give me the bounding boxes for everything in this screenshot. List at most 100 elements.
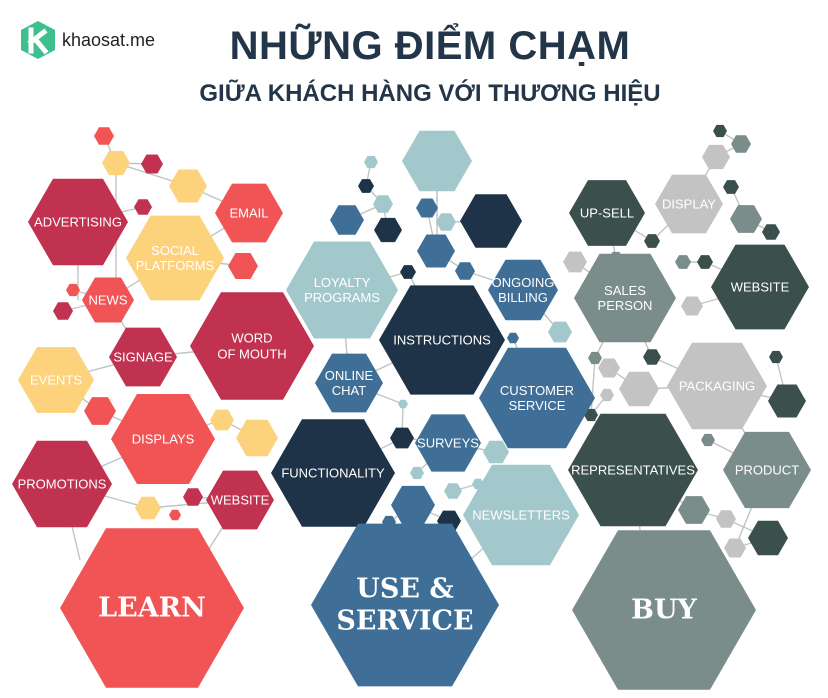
touchpoint-hexagon	[111, 394, 215, 484]
decorative-hexagon	[483, 440, 509, 464]
decorative-hexagon	[701, 433, 715, 447]
decorative-hexagon	[169, 169, 207, 203]
hexagon-label-line: CUSTOMER	[500, 383, 574, 398]
connector-line	[590, 357, 596, 416]
touchpoint-hexagon	[28, 178, 128, 266]
touchpoint-hexagon	[286, 241, 398, 339]
hexagon-label-line: ONLINE	[325, 368, 374, 383]
decorative-hexagon	[416, 198, 438, 218]
hexagon-label-line: PRODUCT	[735, 463, 799, 478]
decorative-hexagon	[402, 130, 472, 192]
decorative-hexagon	[141, 154, 163, 174]
decorative-hexagon	[584, 408, 598, 422]
decorative-hexagon	[548, 321, 572, 343]
stage-hexagon	[311, 523, 499, 687]
touchpoint-hexagon	[190, 292, 314, 400]
decorative-hexagon	[330, 205, 364, 235]
brand-name: khaosat.me	[62, 30, 156, 50]
touchpoint-learn-advertising: ADVERTISING	[28, 178, 128, 266]
hexagon-label-line: DISPLAY	[662, 197, 716, 212]
touchpoint-hexagon	[271, 419, 395, 527]
decorative-hexagon	[444, 483, 462, 499]
touchpoint-buy-website: WEBSITE	[711, 244, 809, 330]
touchpoint-learn-signage: SIGNAGE	[109, 327, 177, 387]
learn-stage-hexagon: LEARN	[60, 528, 244, 688]
touchpoint-buy-up-sell: UP-SELL	[569, 180, 645, 246]
hexagon-label-line: EMAIL	[229, 206, 268, 221]
hexagon-label-line: ADVERTISING	[34, 215, 122, 230]
decorative-hexagon	[94, 127, 114, 145]
page-subtitle: GIỮA KHÁCH HÀNG VỚI THƯƠNG HIỆU	[199, 80, 661, 107]
decorative-hexagon	[724, 538, 746, 558]
decorative-hexagon	[358, 179, 374, 193]
decorative-hexagon	[748, 520, 788, 556]
touchpoint-hexagon	[126, 215, 224, 301]
decorative-hexagon	[678, 496, 710, 524]
hexagon-label-line: UP-SELL	[580, 206, 634, 221]
hexagon-label-line: SERVICE	[509, 398, 566, 413]
hexagon-label-line: REPRESENTATIVES	[571, 463, 695, 478]
touchpoint-hexagon	[18, 347, 94, 413]
hexagon-label-line: WEBSITE	[211, 493, 270, 508]
decorative-hexagon	[644, 234, 660, 248]
decorative-hexagon	[762, 224, 780, 240]
decorative-hexagon	[588, 351, 602, 365]
touchpoint-hexagon	[655, 174, 723, 234]
touchpoint-hexagon	[569, 180, 645, 246]
touchpoint-hexagon	[667, 342, 767, 430]
khaosat-logo-icon	[21, 21, 55, 59]
decorative-hexagon	[675, 255, 691, 269]
hexagon-label-line: PERSON	[598, 298, 653, 313]
touchpoint-service-surveys: SURVEYS	[415, 414, 481, 472]
touchpoint-hexagon	[109, 327, 177, 387]
decorative-hexagon	[643, 349, 661, 365]
decorative-hexagon	[374, 217, 402, 243]
decorative-hexagon	[697, 255, 713, 269]
hexagon-label-line: BUY	[631, 595, 697, 626]
touchpoint-hexagon	[574, 253, 676, 343]
stage-hexagon	[60, 528, 244, 688]
decorative-hexagon	[53, 302, 73, 320]
decorative-hexagon	[563, 251, 587, 273]
buy-stage-hexagon: BUY	[572, 530, 756, 690]
decorative-hexagon	[169, 509, 181, 521]
touchpoint-service-functionality: FUNCTIONALITY	[271, 419, 395, 527]
touchpoint-buy-packaging: PACKAGING	[667, 342, 767, 430]
hexagon-label-line: WEBSITE	[731, 280, 790, 295]
decorative-hexagon	[134, 199, 152, 215]
hexagon-label-line: BILLING	[498, 290, 548, 305]
decorative-hexagon	[373, 195, 393, 213]
touchpoint-hexagon	[568, 413, 698, 527]
stage-hexagon	[572, 530, 756, 690]
hexagon-nodes: ADVERTISINGEMAILSOCIALPLATFORMSNEWSSIGNA…	[12, 124, 811, 690]
decorative-hexagon	[66, 283, 80, 297]
hexagon-label-line: NEWSLETTERS	[472, 508, 570, 523]
decorative-hexagon	[400, 265, 416, 279]
decorative-hexagon	[769, 350, 783, 364]
touchpoint-hexagon	[206, 470, 274, 530]
decorative-hexagon	[135, 496, 161, 520]
hexagon-label-line: USE &	[356, 574, 453, 605]
touchpoint-learn-news: NEWS	[82, 277, 134, 323]
decorative-hexagon	[102, 150, 130, 176]
hexagon-label-line: SIGNAGE	[113, 350, 173, 365]
hexagon-label-line: CHAT	[332, 383, 366, 398]
touchpoint-learn-website: WEBSITE	[206, 470, 274, 530]
touchpoint-service-instructions: INSTRUCTIONS	[379, 285, 505, 395]
decorative-hexagon	[398, 399, 408, 409]
decorative-hexagon	[681, 296, 703, 316]
decorative-hexagon	[598, 358, 620, 378]
decorative-hexagon	[455, 262, 475, 280]
touchpoint-learn-displays: DISPLAYS	[111, 394, 215, 484]
touchpoint-buy-display: DISPLAY	[655, 174, 723, 234]
touchpoint-hexagon	[711, 244, 809, 330]
hexagon-label-line: PROGRAMS	[304, 290, 380, 305]
touchpoint-hexagon	[415, 414, 481, 472]
touchpoint-buy-representatives: REPRESENTATIVES	[568, 413, 698, 527]
hexagon-label-line: OF MOUTH	[217, 347, 286, 362]
